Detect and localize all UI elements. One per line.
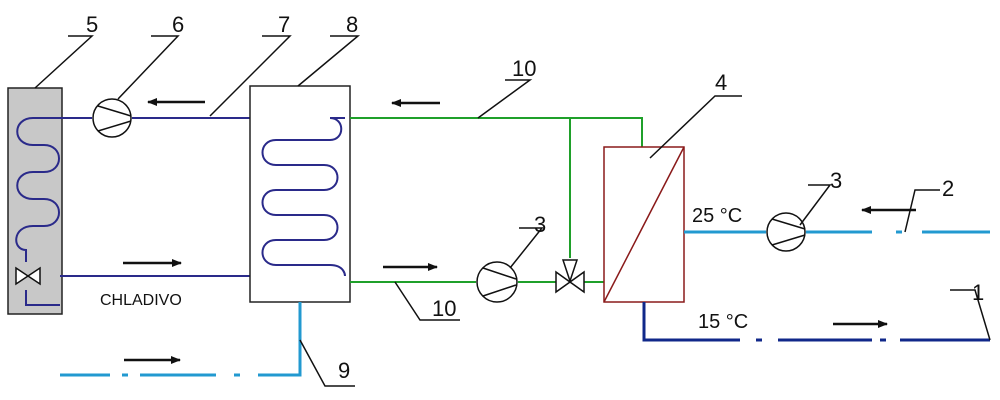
label-7: 7 — [278, 12, 290, 37]
flow-arrow-icon — [123, 98, 916, 364]
label-10-bottom: 10 — [432, 296, 456, 321]
temperature-out: 15 °C — [698, 311, 748, 333]
leader-lines — [34, 35, 991, 387]
refrigerant-label: CHLADIVO — [100, 292, 182, 309]
plate-heat-exchanger — [603, 146, 685, 303]
label-3-right: 3 — [830, 168, 842, 193]
label-2: 2 — [942, 176, 954, 201]
expansion-valve-icon — [15, 266, 41, 286]
temperature-in: 25 °C — [692, 205, 742, 227]
pump-icon — [766, 212, 806, 252]
condenser-outlet — [25, 290, 60, 306]
label-4: 4 — [715, 70, 727, 95]
condenser-coil — [15, 117, 62, 262]
label-1: 1 — [972, 280, 984, 305]
return-line — [642, 302, 990, 342]
label-8: 8 — [346, 12, 358, 37]
label-5: 5 — [86, 12, 98, 37]
evaporator — [249, 85, 351, 303]
condenser — [7, 87, 63, 315]
water-loop — [350, 117, 643, 283]
label-10-top: 10 — [512, 56, 536, 81]
label-3-left: 3 — [534, 212, 546, 237]
pump-icon — [92, 98, 132, 138]
three-way-valve-icon — [555, 259, 585, 294]
label-6: 6 — [172, 12, 184, 37]
drain-line — [60, 302, 302, 377]
evaporator-coil — [261, 117, 346, 277]
label-9: 9 — [338, 358, 350, 383]
pump-icon — [476, 261, 518, 303]
